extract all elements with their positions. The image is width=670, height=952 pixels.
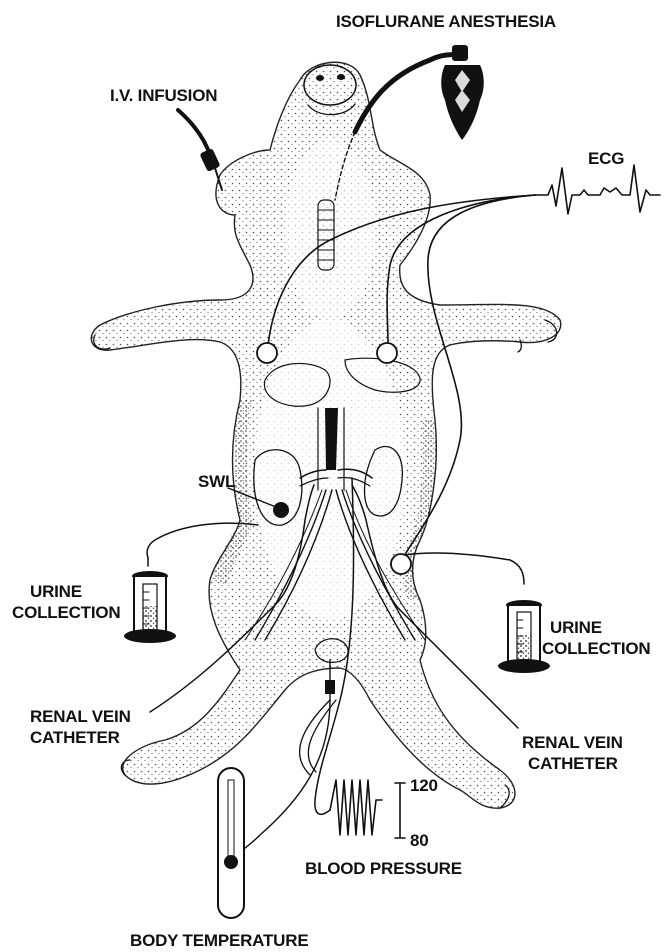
swl-label: SWL [198,472,235,491]
renal-vein-catheter-left-label-line2: CATHETER [30,728,120,747]
renal-vein-catheter-right-label-line2: CATHETER [528,754,618,773]
iv-infusion-label: I.V. INFUSION [110,86,217,105]
urine-collection-right-label-line2: COLLECTION [542,639,651,658]
urine-collection-left-label-line2: COLLECTION [12,603,121,622]
isoflurane-anesthesia-label: ISOFLURANE ANESTHESIA [336,12,556,31]
urine-collection-left-label-line1: URINE [30,582,82,601]
urine-collection-right-label-line1: URINE [550,618,602,637]
blood-pressure-high-value: 120 [410,776,438,795]
blood-pressure-label: BLOOD PRESSURE [305,859,462,878]
body-temperature-label: BODY TEMPERATURE [130,931,308,950]
blood-pressure-low-value: 80 [410,831,429,850]
ecg-label: ECG [588,149,624,168]
renal-vein-catheter-left-label-line1: RENAL VEIN [30,707,131,726]
renal-vein-catheter-right-label-line1: RENAL VEIN [522,733,623,752]
